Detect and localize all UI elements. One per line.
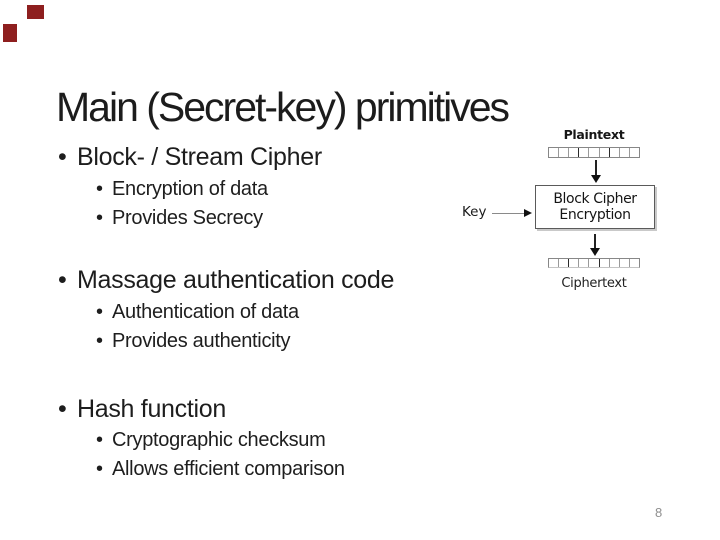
sub-bullet-label: Authentication of data — [112, 301, 299, 323]
bullet-label: Hash function — [77, 395, 226, 423]
sub-bullet-provides-secrecy: Provides Secrecy — [96, 208, 263, 228]
bullet-icon — [96, 459, 112, 479]
bullet-icon — [58, 397, 77, 422]
bullet-icon — [96, 179, 112, 199]
key-arrow-icon — [524, 209, 532, 217]
bit-cell — [569, 148, 580, 157]
bullet-icon — [96, 331, 112, 351]
ciphertext-label: Ciphertext — [561, 276, 627, 291]
bullet-icon — [96, 430, 112, 450]
bit-cell — [559, 148, 570, 157]
sub-bullet-label: Cryptographic checksum — [112, 429, 326, 451]
sub-bullet-label: Provides Secrecy — [112, 207, 263, 229]
plaintext-label: Plaintext — [563, 127, 625, 142]
bit-cell — [569, 259, 580, 267]
bit-cell — [549, 148, 560, 157]
plaintext-bits — [548, 147, 640, 158]
box-line1: Block Cipher — [553, 191, 637, 207]
bullet-label: Massage authentication code — [77, 266, 395, 294]
bit-cell — [610, 259, 620, 267]
bit-cell — [549, 259, 560, 267]
bit-cell — [600, 259, 610, 267]
page-number: 8 — [655, 505, 663, 520]
down-arrow-stem — [594, 234, 596, 249]
down-arrow-icon — [590, 248, 600, 256]
down-arrow-stem — [595, 160, 597, 176]
sub-bullet-label: Provides authenticity — [112, 330, 291, 352]
sub-bullet-label: Allows efficient comparison — [112, 458, 345, 480]
bullet-item-hash-function: Hash function — [58, 397, 226, 422]
block-cipher-encryption-box: Block Cipher Encryption — [535, 185, 655, 229]
key-label: Key — [462, 204, 487, 220]
bit-cell — [630, 259, 639, 267]
sub-bullet-allows-efficient-comparison: Allows efficient comparison — [96, 459, 345, 479]
bit-cell — [600, 148, 610, 157]
sub-bullet-provides-authenticity: Provides authenticity — [96, 330, 291, 352]
sub-bullet-label: Encryption of data — [112, 178, 268, 200]
bit-cell — [630, 148, 639, 157]
corner-accent-top — [27, 5, 44, 19]
bullet-icon — [58, 268, 77, 293]
bullet-icon — [58, 145, 77, 170]
bit-cell — [620, 148, 630, 157]
sub-bullet-cryptographic-checksum: Cryptographic checksum — [96, 430, 326, 450]
bit-cell — [589, 259, 600, 267]
down-arrow-icon — [591, 175, 601, 183]
key-arrow-stem — [492, 213, 525, 214]
bit-cell — [620, 259, 630, 267]
corner-accent-left — [3, 24, 17, 42]
bullet-icon — [96, 208, 112, 228]
sub-bullet-encryption-of-data: Encryption of data — [96, 179, 268, 199]
bit-cell — [559, 259, 570, 267]
bullet-item-message-authentication-code: Massage authentication code — [58, 268, 394, 293]
bit-cell — [579, 148, 590, 157]
slide-title: Main (Secret-key) primitives — [56, 84, 510, 131]
bit-cell — [579, 259, 590, 267]
sub-bullet-authentication-of-data: Authentication of data — [96, 302, 299, 322]
bullet-item-block-stream-cipher: Block- / Stream Cipher — [58, 145, 322, 170]
bullet-icon — [96, 302, 112, 322]
bit-cell — [589, 148, 600, 157]
ciphertext-bits — [548, 258, 640, 268]
bit-cell — [610, 148, 620, 157]
bullet-label: Block- / Stream Cipher — [77, 143, 322, 171]
box-line2: Encryption — [559, 207, 631, 223]
